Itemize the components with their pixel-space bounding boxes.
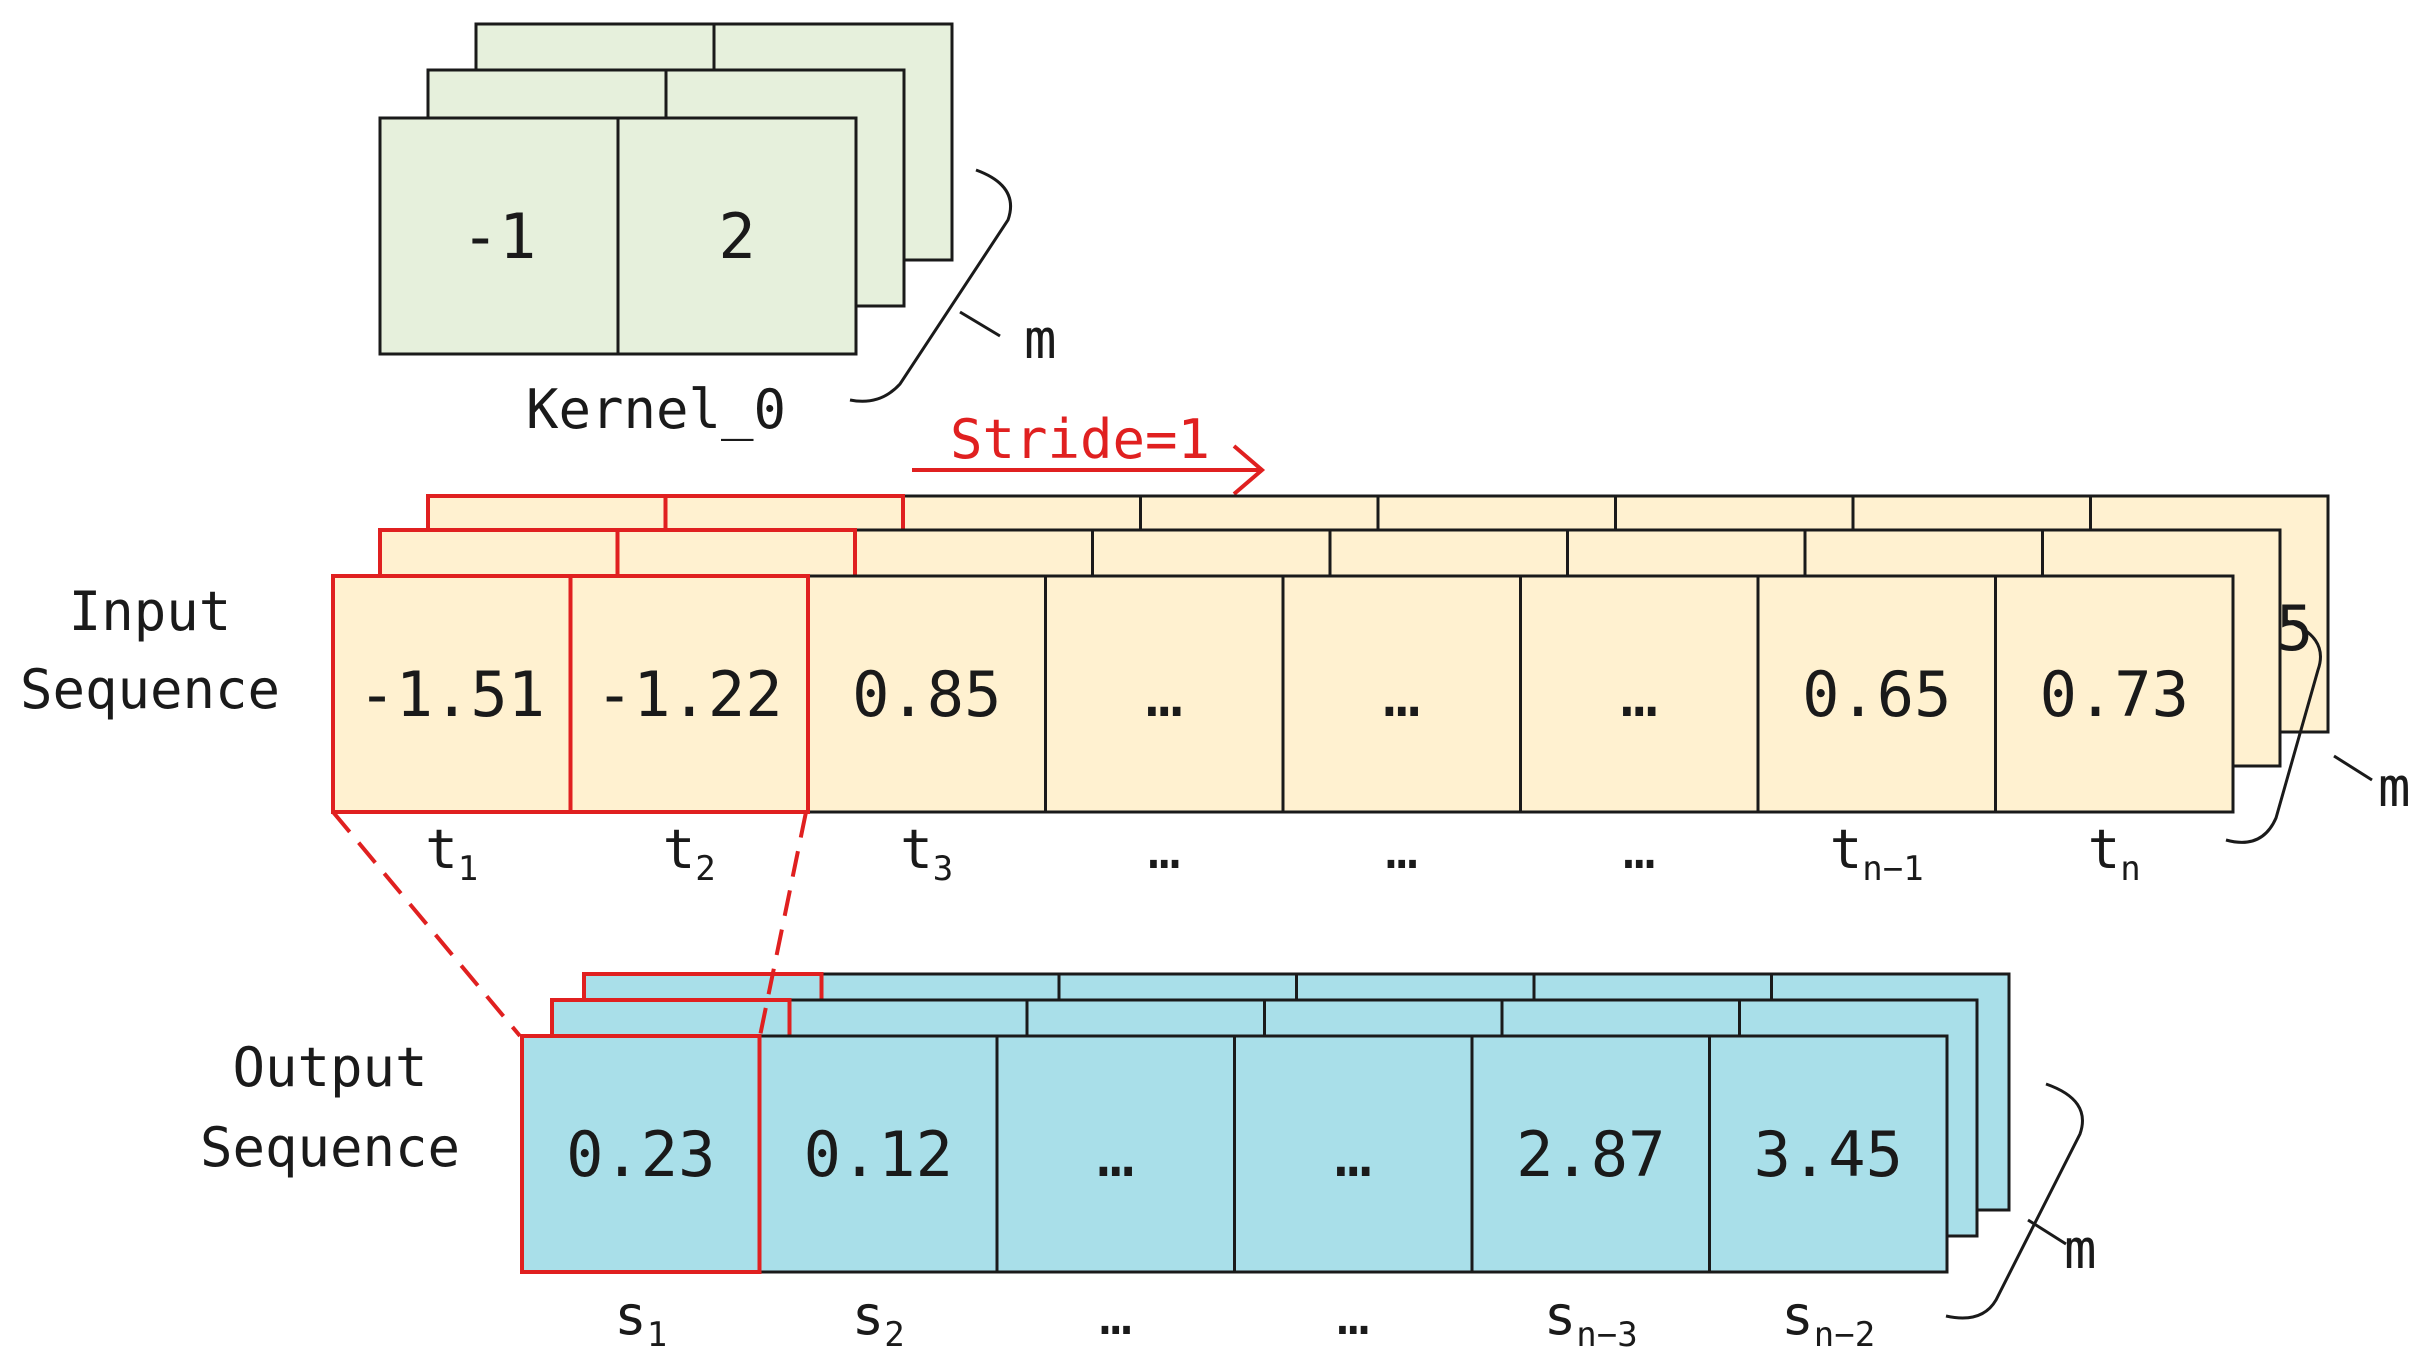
input-label-line1: Input [69,580,232,643]
output-layer-front: 0.23 0.12 … … 2.87 3.45 [520,1034,1949,1274]
input-depth-label: m [2378,756,2411,819]
mapping-line-left [331,810,522,1038]
kernel-value-1: 2 [718,200,755,273]
input-index-label: t1 [425,818,478,889]
output-front-value: … [1097,1118,1134,1191]
input-label-line2: Sequence [20,658,280,721]
output-front-value: 0.23 [566,1118,715,1191]
output-index-label: … [1099,1284,1132,1347]
input-index-label: … [1385,818,1418,881]
input-sequence-group: Input Sequence 5 -1.51 -1.22 0.85 … … … 0.65 0.… [20,494,2411,889]
output-label-line2: Sequence [200,1116,460,1179]
input-index-label: t3 [900,818,953,889]
input-front-value: -1.22 [596,658,783,731]
stride-arrow-head [1232,444,1266,496]
output-front-highlight-outline [520,1034,762,1274]
output-index-labels: s1 s2 … … sn−3 sn−2 [614,1284,1875,1355]
input-front-cell [1994,574,2235,814]
output-front-cell [995,1034,1236,1274]
input-index-labels: t1 t2 t3 … … … tn−1 tn [425,818,2141,889]
input-front-cell [1756,574,1997,814]
kernel-cell-0 [378,116,620,356]
output-label-line1: Output [232,1036,427,1099]
output-front-cell [1708,1034,1949,1274]
stride-indicator: Stride=1 [912,408,1266,496]
output-front-cell [1233,1034,1474,1274]
output-index-label: … [1337,1284,1370,1347]
output-front-value: 3.45 [1754,1118,1903,1191]
kernel-value-0: -1 [462,200,537,273]
input-front-highlight-outline [568,574,810,814]
output-front-value: 2.87 [1516,1118,1665,1191]
receptive-field-mapping [331,810,808,1038]
input-front-value: 0.65 [1802,658,1951,731]
kernel-depth-brace [849,168,1013,403]
input-front-value: … [1383,658,1420,731]
input-front-cell [806,574,1047,814]
input-front-value: … [1621,658,1658,731]
input-front-value: … [1146,658,1183,731]
input-depth-brace [2225,618,2322,844]
input-front-value: -1.51 [358,658,545,731]
input-index-label: … [1623,818,1656,881]
output-front-cell [520,1034,762,1274]
output-index-label: s2 [852,1284,905,1355]
output-sequence-group: Output Sequence 0.23 0.12 … … 2.87 3.45 s1 s2 …… [200,972,2097,1355]
kernel-depth-label: m [1024,308,1057,371]
output-index-label: s1 [614,1284,667,1355]
output-index-label: sn−2 [1781,1284,1875,1355]
kernel-group: -1 2 Kernel_0 m [378,22,1057,441]
output-index-label: sn−3 [1544,1284,1638,1355]
input-back-partial-glyph: 5 [2276,592,2313,665]
output-front-cell [1470,1034,1711,1274]
kernel-layer-front: -1 2 [378,116,858,356]
input-front-cell [1281,574,1522,814]
input-index-label: tn [2088,818,2141,889]
kernel-cell-1 [616,116,858,356]
output-front-value: … [1335,1118,1372,1191]
output-front-value: 0.12 [804,1118,953,1191]
input-front-value: 0.85 [852,658,1001,731]
input-index-label: … [1148,818,1181,881]
input-index-label: tn−1 [1830,818,1924,889]
output-depth-label: m [2064,1218,2097,1281]
input-layer-front: -1.51 -1.22 0.85 … … … 0.65 0.73 [331,574,2235,814]
input-front-value: 0.73 [2040,658,2189,731]
kernel-title: Kernel_0 [526,378,786,441]
input-front-cell [1519,574,1760,814]
input-index-label: t2 [663,818,716,889]
output-depth-brace [1945,1082,2084,1320]
stride-label: Stride=1 [950,408,1210,471]
